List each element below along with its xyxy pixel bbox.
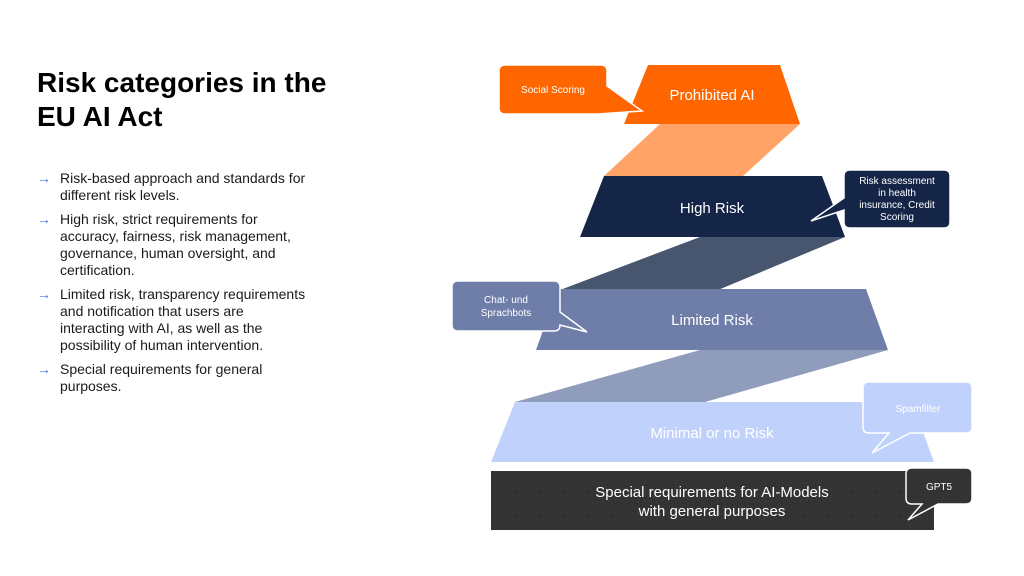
connector-limited-minimal — [515, 350, 888, 402]
bullet-item: → Risk-based approach and standards for d… — [37, 170, 312, 204]
callout-social-scoring: Social Scoring — [498, 64, 645, 115]
callout-high-risk: Risk assessment in health insurance, Cre… — [810, 169, 951, 229]
callout-limited-risk-text-line1: Chat- und — [484, 295, 528, 306]
callout-limited-risk-text-line2: Sprachbots — [481, 308, 532, 319]
tier-high-risk — [580, 176, 845, 237]
tier-prohibited-label: Prohibited AI — [669, 87, 754, 104]
callout-limited-risk: Chat- und Sprachbots — [451, 280, 588, 333]
callout-general-purpose: GPT5 — [905, 467, 973, 521]
bullet-item: → Limited risk, transparency requirements… — [37, 286, 312, 354]
callout-minimal-risk-text: Spamfilter — [895, 404, 941, 415]
callout-minimal-risk-bubble — [862, 381, 973, 454]
bullet-item: → High risk, strict requirements for accu… — [37, 211, 312, 279]
bullet-text: Risk-based approach and standards for di… — [60, 170, 306, 203]
tier-general-purpose — [491, 471, 934, 530]
bullet-list: → Risk-based approach and standards for d… — [37, 170, 312, 402]
slide-title: Risk categories in the EU AI Act — [37, 67, 327, 132]
callout-general-purpose-text: GPT5 — [926, 482, 953, 493]
callout-minimal-risk: Spamfilter — [862, 381, 973, 454]
tier-minimal-risk-label: Minimal or no Risk — [650, 425, 774, 442]
bullet-item: → Special requirements for general purpos… — [37, 361, 312, 395]
tier-limited-risk-label: Limited Risk — [671, 312, 753, 329]
arrow-right-icon: → — [37, 211, 51, 227]
callout-high-risk-text-line4: Scoring — [880, 212, 914, 223]
callout-high-risk-text-line2: in health — [878, 188, 916, 199]
tier-minimal-risk — [491, 402, 934, 462]
callout-social-scoring-bubble — [498, 64, 645, 115]
callout-social-scoring-text: Social Scoring — [521, 85, 585, 96]
tier-prohibited — [624, 65, 800, 124]
bullet-text: Limited risk, transparency requirements … — [60, 286, 306, 353]
bullet-text: Special requirements for general purpose… — [60, 361, 263, 394]
arrow-right-icon: → — [37, 361, 51, 377]
arrow-right-icon: → — [37, 170, 51, 186]
tier-high-risk-label: High Risk — [680, 200, 745, 217]
connector-prohibited-high — [604, 124, 800, 176]
callout-high-risk-text-line3: insurance, Credit — [859, 200, 935, 211]
callout-limited-risk-bubble — [451, 280, 588, 333]
callout-high-risk-text-line1: Risk assessment — [859, 176, 935, 187]
connector-high-limited — [560, 237, 845, 290]
callout-general-purpose-bubble — [905, 467, 973, 521]
arrow-right-icon: → — [37, 286, 51, 302]
bullet-text: High risk, strict requirements for accur… — [60, 211, 291, 278]
callout-high-risk-bubble — [810, 169, 951, 229]
tier-general-purpose-label-line2: with general purposes — [638, 503, 786, 520]
tier-limited-risk — [536, 289, 888, 350]
tier-general-purpose-label-line1: Special requirements for AI-Models — [595, 484, 828, 501]
